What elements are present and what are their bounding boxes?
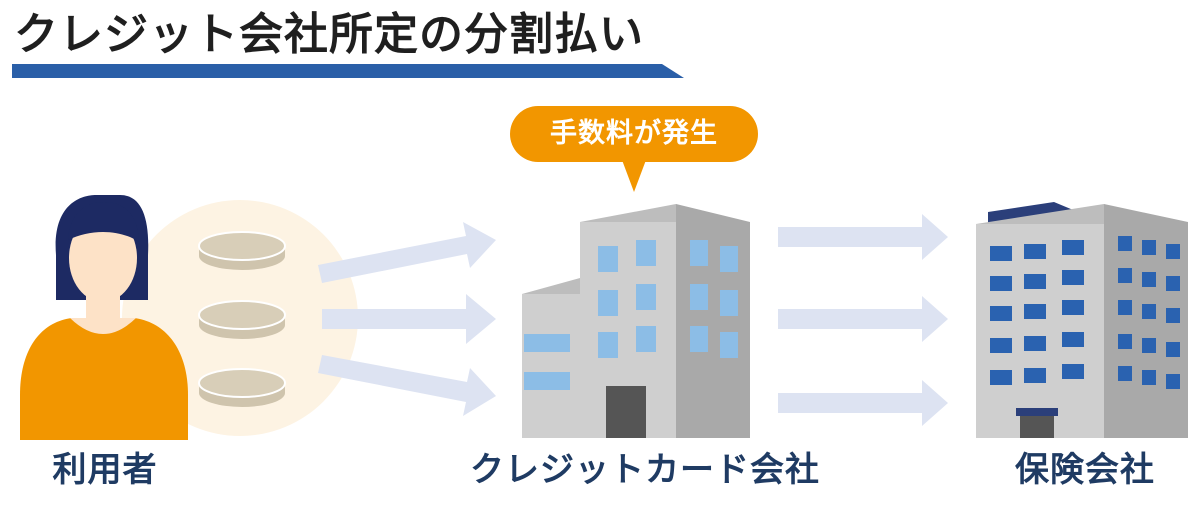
- user-person-icon: [20, 195, 188, 440]
- coin-stack-bottom: [198, 368, 286, 407]
- credit-card-company-building-icon: [522, 204, 750, 438]
- page-title: クレジット会社所定の分割払い: [14, 9, 644, 60]
- arrow-user-to-card-top: [318, 222, 496, 283]
- coin-stack-top: [198, 231, 286, 270]
- arrow-user-to-card-middle: [322, 294, 496, 344]
- title-underline-bar: [12, 64, 684, 78]
- fee-callout-text: 手数料が発生: [550, 118, 718, 149]
- insurance-company-building-icon: [976, 202, 1188, 438]
- arrow-user-to-card-bottom: [318, 355, 496, 416]
- coin-stack-middle: [198, 300, 286, 339]
- user-label: 利用者: [52, 450, 158, 490]
- arrow-card-to-insurance-top: [778, 214, 948, 260]
- arrow-card-to-insurance-middle: [778, 296, 948, 342]
- fee-callout-bubble: [510, 106, 758, 192]
- insurance-company-label: 保険会社: [1015, 450, 1155, 490]
- credit-card-company-label: クレジットカード会社: [470, 450, 820, 490]
- arrow-card-to-insurance-bottom: [778, 380, 948, 426]
